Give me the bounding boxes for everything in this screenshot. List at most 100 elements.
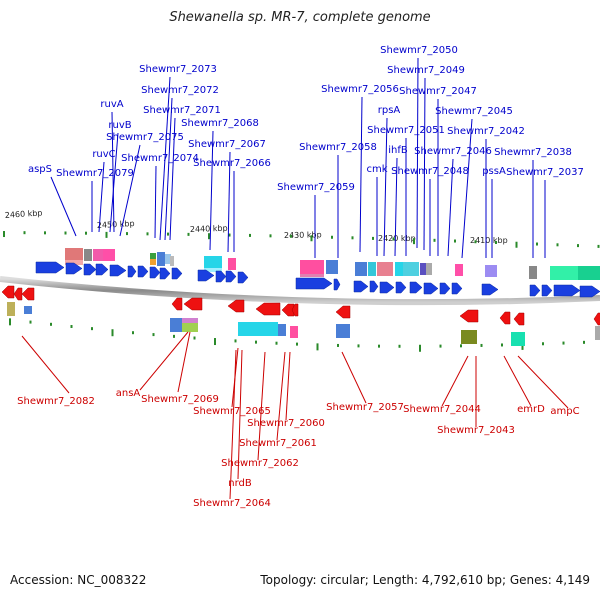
gene-label: Shewmr7_2049: [387, 65, 465, 76]
leader-line: [461, 118, 473, 259]
forward-gene-arrow: [379, 281, 395, 294]
forward-gene-arrow: [353, 280, 369, 293]
gene-label: Shewmr7_2069: [141, 394, 219, 405]
feature-box: [150, 253, 156, 259]
tick-mark-bottom: [70, 325, 73, 329]
gene-label: Shewmr7_2071: [143, 105, 221, 116]
feature-box: [65, 248, 83, 260]
reverse-gene-arrow: [21, 287, 35, 301]
forward-gene-arrow: [553, 284, 581, 297]
tick-mark-top: [3, 231, 5, 238]
leader-line: [21, 335, 70, 394]
leader-line: [139, 331, 189, 391]
gene-label: ruvB: [108, 120, 131, 131]
feature-box: [204, 256, 222, 268]
gene-label: aspS: [28, 164, 52, 175]
gene-label: Shewmr7_2051: [367, 125, 445, 136]
tick-mark-top: [474, 240, 477, 244]
feature-box: [93, 249, 103, 261]
feature-box: [550, 266, 578, 280]
tick-mark-top: [454, 239, 456, 243]
feature-box: [511, 332, 525, 346]
tick-mark-bottom: [378, 344, 380, 348]
tick-mark-top: [351, 236, 354, 240]
feature-box: [65, 260, 83, 265]
forward-gene-arrow: [439, 282, 451, 295]
tick-mark-top: [167, 232, 169, 236]
tick-mark-bottom: [9, 318, 11, 326]
tick-mark-bottom: [460, 344, 462, 348]
reverse-gene-arrow: [255, 302, 281, 316]
tick-mark-top: [290, 234, 292, 238]
leader-line: [394, 157, 398, 257]
feature-box: [170, 318, 182, 332]
leader-line: [383, 117, 388, 257]
reverse-gene-arrow: [499, 311, 511, 325]
leader-line: [227, 151, 231, 253]
gene-label: Shewmr7_2043: [437, 425, 515, 436]
feature-box: [326, 260, 338, 274]
leader-line: [111, 111, 115, 233]
feature-box: [420, 263, 426, 275]
forward-gene-arrow: [541, 284, 553, 297]
gene-label: pssA: [482, 166, 506, 177]
gene-label: Shewmr7_2072: [141, 85, 219, 96]
leader-line: [159, 76, 171, 241]
leader-line: [209, 130, 214, 251]
gene-label: ansA: [116, 388, 141, 399]
reverse-gene-arrow: [171, 297, 183, 311]
tick-mark-bottom: [111, 329, 114, 337]
tick-mark-top: [249, 233, 251, 237]
gene-label: Shewmr7_2064: [193, 498, 271, 509]
reverse-gene-arrow: [291, 303, 299, 317]
gene-label: Shewmr7_2073: [139, 64, 217, 75]
feature-box: [377, 262, 393, 276]
forward-gene-arrow: [35, 261, 65, 274]
gene-label: Shewmr7_2062: [221, 458, 299, 469]
tick-mark-top: [556, 243, 559, 247]
tick-mark-bottom: [152, 333, 155, 337]
tick-mark-bottom: [214, 338, 216, 346]
scale-label: 2450 kbp: [97, 219, 135, 230]
tick-mark-bottom: [316, 343, 319, 351]
forward-gene-arrow: [127, 265, 137, 278]
scale-label: 2440 kbp: [190, 224, 228, 234]
forward-gene-arrow: [529, 284, 541, 297]
feature-box: [204, 268, 222, 272]
gene-label: Shewmr7_2079: [56, 168, 134, 179]
feature-box: [578, 266, 600, 280]
forward-gene-arrow: [137, 265, 149, 278]
tick-mark-top: [187, 232, 190, 236]
feature-box: [262, 322, 278, 336]
tick-mark-top: [85, 231, 87, 235]
tick-mark-bottom: [255, 340, 257, 344]
feature-box: [150, 259, 156, 265]
tick-mark-top: [64, 231, 67, 235]
gene-label: ihfB: [388, 145, 408, 156]
tick-mark-bottom: [132, 331, 134, 335]
tick-mark-bottom: [91, 327, 93, 331]
feature-box: [165, 254, 171, 264]
gene-label: Shewmr7_2068: [181, 118, 259, 129]
feature-box: [103, 249, 115, 261]
reverse-gene-arrow: [1, 285, 15, 299]
leader-line: [98, 161, 105, 233]
gene-label: rpsA: [378, 105, 401, 116]
gene-label: Shewmr7_2056: [321, 84, 399, 95]
feature-boxes: [7, 248, 600, 346]
leader-line: [164, 97, 173, 241]
feature-box: [395, 262, 403, 276]
feature-box: [238, 322, 262, 336]
leader-line: [229, 349, 237, 500]
gene-label: cmk: [366, 164, 387, 175]
forward-gene-arrow: [333, 278, 341, 291]
tick-mark-bottom: [480, 343, 483, 347]
scale-label: 2430 kbp: [284, 230, 322, 240]
tick-mark-bottom: [439, 344, 442, 348]
feature-box: [529, 266, 537, 279]
gene-arrows: [1, 261, 600, 326]
feature-box: [24, 306, 32, 314]
tick-mark-top: [126, 232, 128, 236]
label-leader-lines: [21, 57, 569, 500]
gene-label: Shewmr7_2060: [247, 418, 325, 429]
